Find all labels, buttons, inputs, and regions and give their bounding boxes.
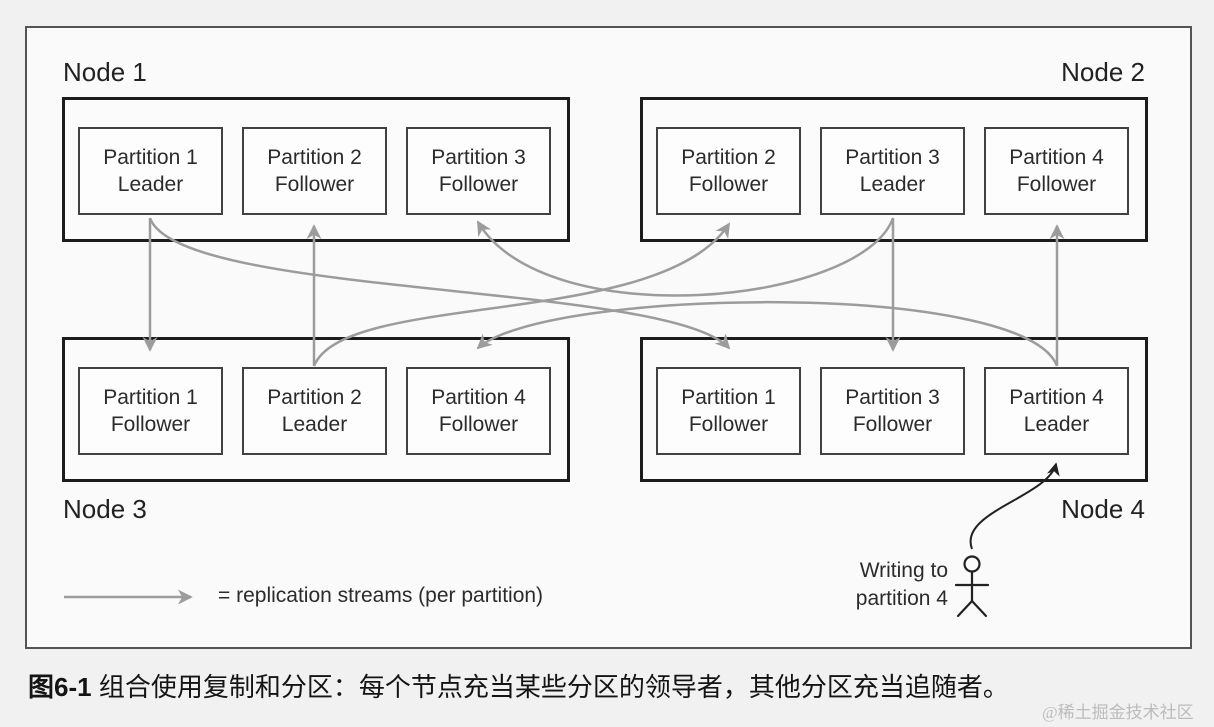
- node3-box: Partition 1 Follower Partition 2 Leader …: [62, 337, 570, 482]
- node2-label: Node 2: [1061, 57, 1145, 87]
- watermark: @稀土掘金技术社区: [1042, 703, 1194, 722]
- node3-label: Node 3: [63, 494, 147, 524]
- node2-box: Partition 2 Follower Partition 3 Leader …: [640, 97, 1148, 242]
- partition-role: Follower: [688, 173, 769, 196]
- partition-title: Partition 2: [267, 386, 362, 409]
- partition-role: Follower: [852, 413, 933, 436]
- partition-role: Follower: [274, 173, 355, 196]
- figure-number: 图6-1: [28, 672, 92, 702]
- node2-partition2-follower: Partition 2 Follower: [656, 127, 801, 215]
- partition-title: Partition 3: [845, 146, 940, 169]
- partition-role: Leader: [117, 173, 184, 196]
- node1-partition1-leader: Partition 1 Leader: [78, 127, 223, 215]
- partition-role: Follower: [110, 413, 191, 436]
- node1-label: Node 1: [63, 57, 147, 87]
- legend-label: = replication streams (per partition): [218, 584, 544, 607]
- node2-partition4-follower: Partition 4 Follower: [984, 127, 1129, 215]
- node4-partition1-follower: Partition 1 Follower: [656, 367, 801, 455]
- partition-title: Partition 1: [681, 386, 776, 409]
- node1-partition2-follower: Partition 2 Follower: [242, 127, 387, 215]
- partition-title: Partition 3: [431, 146, 526, 169]
- node4-box: Partition 1 Follower Partition 3 Followe…: [640, 337, 1148, 482]
- partition-title: Partition 1: [103, 386, 198, 409]
- partition-title: Partition 3: [845, 386, 940, 409]
- node4-partition3-follower: Partition 3 Follower: [820, 367, 965, 455]
- node1-partition3-follower: Partition 3 Follower: [406, 127, 551, 215]
- node4-partition4-leader: Partition 4 Leader: [984, 367, 1129, 455]
- node4-label: Node 4: [1061, 494, 1145, 524]
- partition-title: Partition 2: [681, 146, 776, 169]
- partition-title: Partition 2: [267, 146, 362, 169]
- partition-role: Follower: [438, 413, 519, 436]
- partition-role: Leader: [1023, 413, 1090, 436]
- node2-partition3-leader: Partition 3 Leader: [820, 127, 965, 215]
- write-annotation-label: Writing to partition 4: [855, 559, 948, 610]
- partition-role: Leader: [859, 173, 926, 196]
- node3-partition2-leader: Partition 2 Leader: [242, 367, 387, 455]
- partition-role: Follower: [438, 173, 519, 196]
- node3-partition4-follower: Partition 4 Follower: [406, 367, 551, 455]
- partition-title: Partition 4: [1009, 386, 1104, 409]
- figure-caption: 图6-1 组合使用复制和分区：每个节点充当某些分区的领导者，其他分区充当追随者。: [28, 667, 1009, 704]
- partition-role: Follower: [688, 413, 769, 436]
- partition-title: Partition 1: [103, 146, 198, 169]
- partition-role: Follower: [1016, 173, 1097, 196]
- node1-box: Partition 1 Leader Partition 2 Follower …: [62, 97, 570, 242]
- partition-title: Partition 4: [431, 386, 526, 409]
- figure-caption-text: 组合使用复制和分区：每个节点充当某些分区的领导者，其他分区充当追随者。: [98, 673, 1009, 702]
- partition-title: Partition 4: [1009, 146, 1104, 169]
- partition-role: Leader: [281, 413, 348, 436]
- node3-partition1-follower: Partition 1 Follower: [78, 367, 223, 455]
